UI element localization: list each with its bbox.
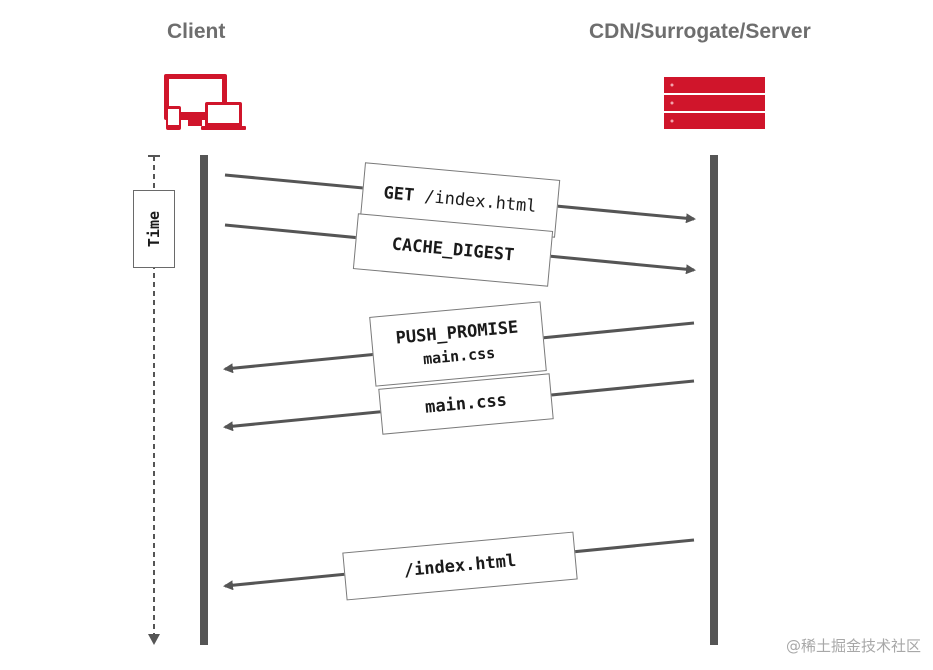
server-rack-icon [664, 77, 765, 129]
main-css-label: main.css [424, 390, 508, 418]
cache-digest-label: CACHE_DIGEST [390, 234, 516, 266]
push-promise-label: PUSH_PROMISE [394, 317, 520, 349]
client-lifeline [200, 155, 208, 645]
time-axis [148, 155, 160, 645]
get-method: GET [382, 183, 416, 206]
server-lifeline [710, 155, 718, 645]
time-label: Time [145, 210, 163, 248]
watermark: @稀土掘金技术社区 [785, 637, 921, 655]
client-title: Client [167, 20, 226, 43]
devices-icon [164, 74, 246, 130]
time-label-box: Time [133, 190, 175, 268]
push-promise-file: main.css [422, 343, 496, 369]
get-path: /index.html [423, 186, 538, 217]
index-html-label: /index.html [403, 550, 517, 582]
server-title: CDN/Surrogate/Server [589, 20, 811, 43]
